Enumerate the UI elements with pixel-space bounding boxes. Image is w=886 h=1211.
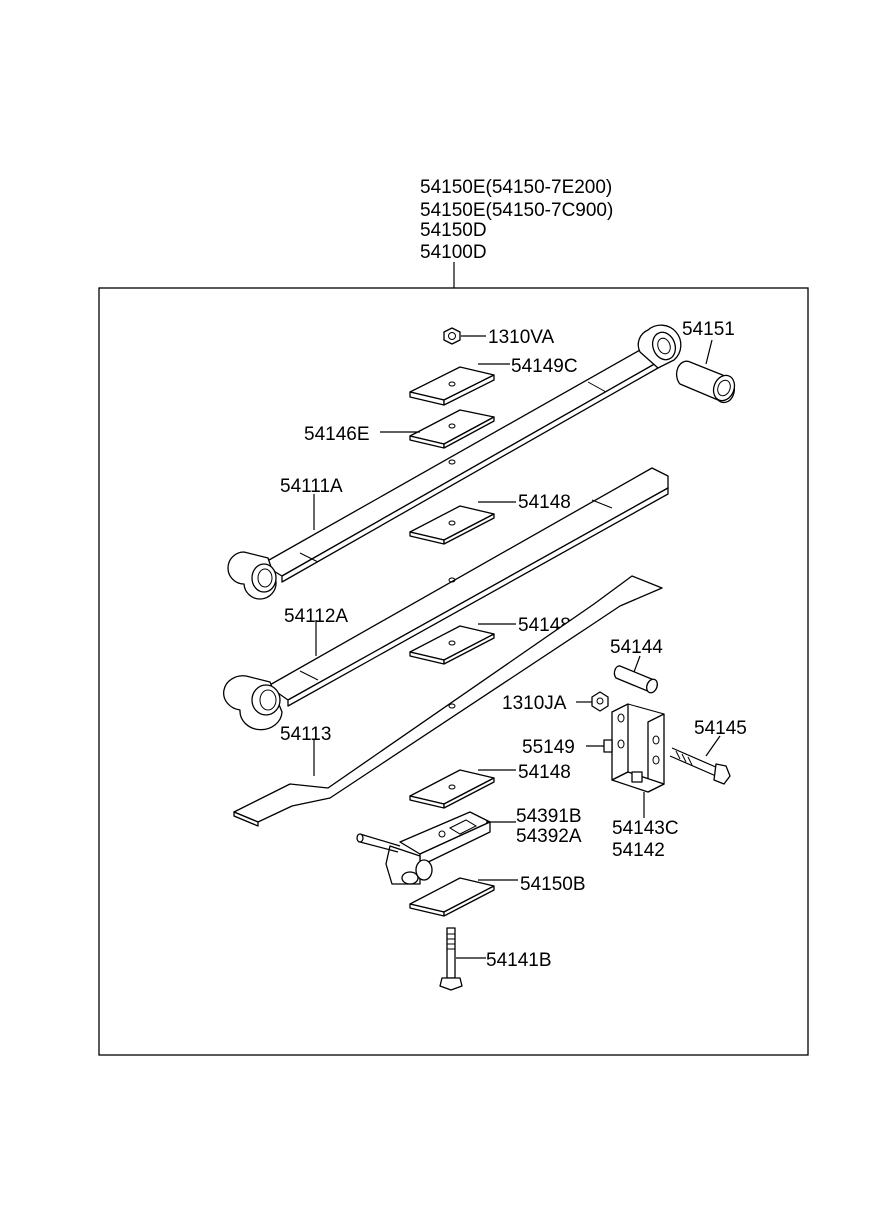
callout-bracket-1: 54391B [516, 806, 582, 827]
callout-pad-bottom: 54150B [520, 874, 586, 895]
callout-bolt-shackle: 54145 [694, 718, 747, 739]
shackle-bushing-icon [603, 739, 613, 753]
center-bolt-icon [439, 927, 463, 991]
callout-pad-top: 54149C [511, 356, 578, 377]
callout-leaf-1: 54111A [280, 476, 343, 497]
header-label-1: 54150E(54150-7E200) [420, 177, 612, 198]
callout-insert-3: 54148 [518, 762, 571, 783]
assembly-frame [98, 287, 809, 1056]
callout-insert-1: 54148 [518, 492, 571, 513]
callout-shackle-2: 54142 [612, 840, 665, 861]
header-label-3: 54150D [420, 220, 487, 241]
callout-bushing-shackle: 55149 [522, 737, 575, 758]
shackle-bracket-icon [611, 703, 665, 793]
plate-icon [409, 409, 495, 449]
shackle-pin-icon [613, 665, 658, 694]
insert-pad-1 [409, 505, 495, 545]
second-leaf-spring [223, 467, 669, 731]
callout-nut-shackle: 1310JA [502, 693, 567, 714]
main-leaf-spring [227, 324, 682, 600]
insert-pad-3 [409, 769, 495, 809]
nut-icon [443, 327, 461, 345]
callout-plate-top: 54146E [304, 424, 370, 445]
spring-bracket-icon [356, 811, 491, 885]
pad-icon [409, 366, 495, 406]
bottom-pad-icon [409, 877, 495, 917]
callout-leaf-2: 54112A [284, 606, 348, 627]
shackle-bolt-icon [669, 747, 731, 785]
header-label-4: 54100D [420, 242, 487, 263]
callout-nut-top: 1310VA [488, 327, 555, 348]
third-leaf-spring [233, 575, 663, 827]
callout-leaf-3: 54113 [280, 724, 331, 745]
callout-shackle-1: 54143C [612, 818, 679, 839]
insert-pad-2 [409, 625, 495, 665]
callout-bracket-2: 54392A [516, 826, 582, 847]
shackle-nut-icon [591, 691, 609, 712]
callout-bushing: 54151 [682, 319, 735, 340]
bushing-icon [675, 360, 736, 404]
callout-center-bolt: 54141B [486, 950, 552, 971]
callout-pin: 54144 [610, 637, 663, 658]
header-label-2: 54150E(54150-7C900) [420, 200, 613, 221]
assembly-number-header: 54150E(54150-7E200) 54150E(54150-7C900) … [420, 177, 613, 288]
